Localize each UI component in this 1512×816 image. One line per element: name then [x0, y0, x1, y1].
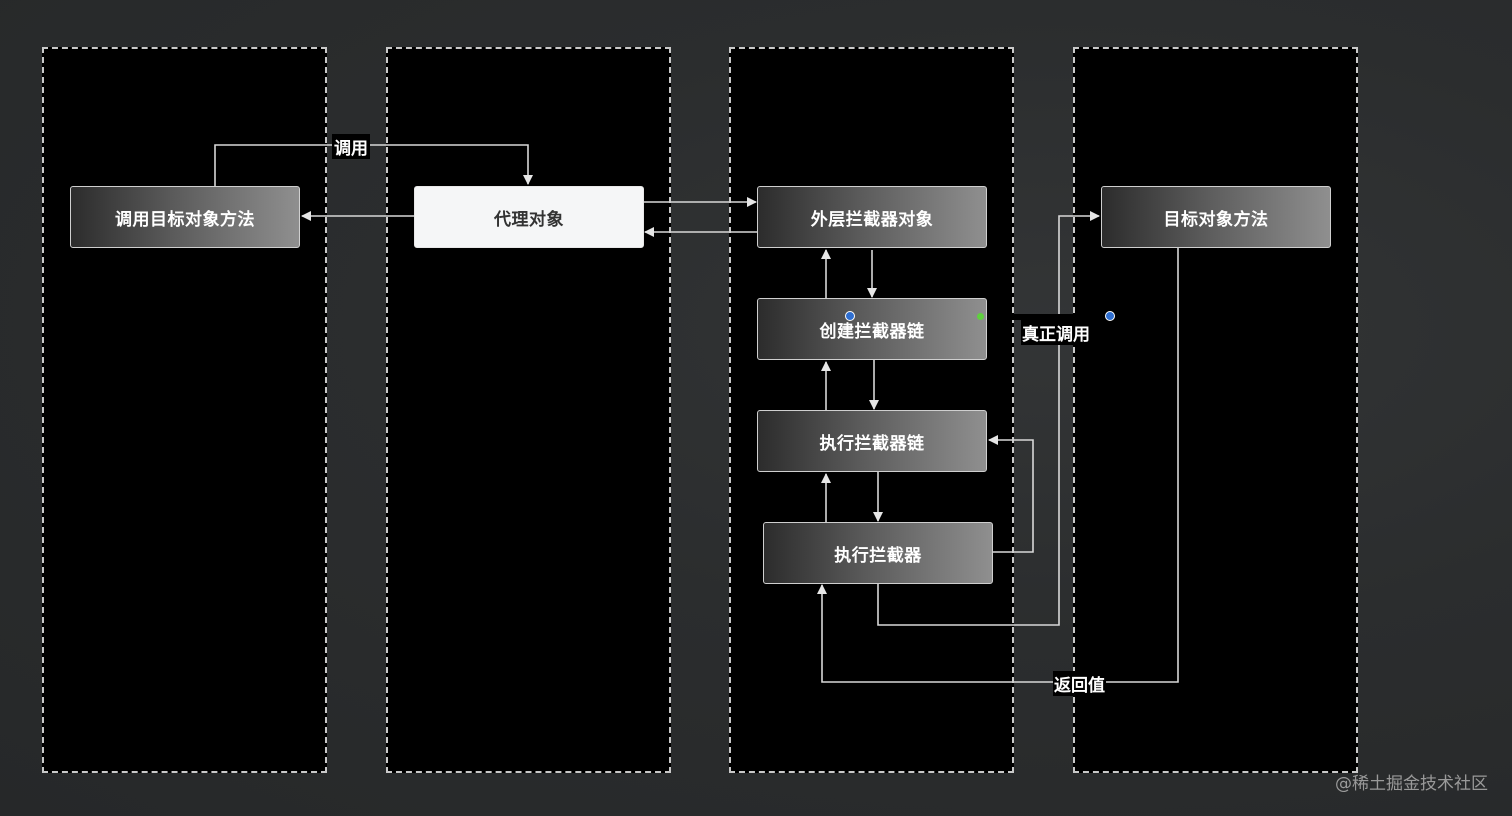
node-target-method[interactable]: 目标对象方法	[1101, 186, 1331, 248]
edge-handle-end[interactable]	[1105, 311, 1115, 321]
node-outer-interceptor[interactable]: 外层拦截器对象	[757, 186, 987, 248]
node-create-interceptor-chain[interactable]: 创建拦截器链	[757, 298, 987, 360]
swimlane-1	[42, 47, 327, 773]
edge-label-return-value: 返回值	[1053, 671, 1106, 696]
node-execute-interceptor[interactable]: 执行拦截器	[763, 522, 993, 584]
edge-handle-mid[interactable]	[977, 313, 984, 320]
edge-label-invoke: 调用	[332, 134, 370, 159]
edge-label-real-invoke: 真正调用	[1021, 320, 1091, 345]
edge-handle-start[interactable]	[845, 311, 855, 321]
node-call-target-method[interactable]: 调用目标对象方法	[70, 186, 300, 248]
watermark: @稀土掘金技术社区	[1335, 774, 1488, 794]
node-execute-interceptor-chain[interactable]: 执行拦截器链	[757, 410, 987, 472]
node-proxy-object[interactable]: 代理对象	[414, 186, 644, 248]
swimlane-2	[386, 47, 671, 773]
swimlane-4	[1073, 47, 1358, 773]
